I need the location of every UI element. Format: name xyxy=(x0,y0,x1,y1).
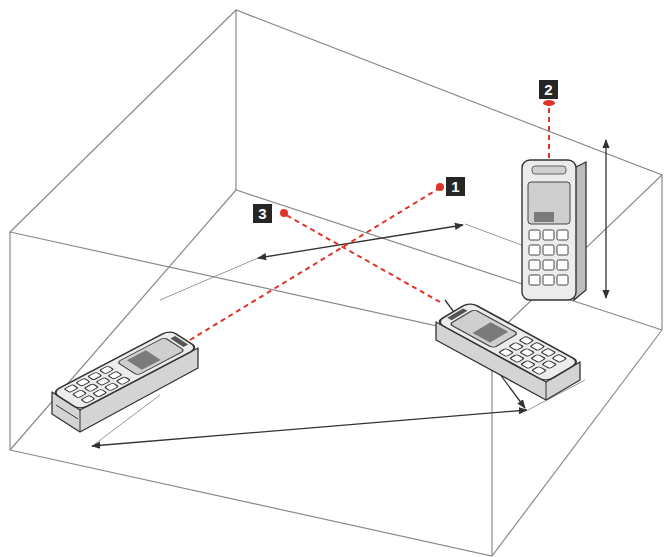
laser-meter xyxy=(52,330,198,432)
laser-meter xyxy=(531,354,545,362)
laser-meter xyxy=(546,382,547,400)
callout-number: 2 xyxy=(539,80,558,99)
laser-meter xyxy=(521,360,535,368)
laser-meter xyxy=(534,212,554,222)
laser-beam xyxy=(190,106,549,340)
laser-meter xyxy=(93,389,107,397)
dimension-arrow xyxy=(605,140,606,298)
laser-meter xyxy=(116,377,130,385)
laser-meter xyxy=(519,336,533,344)
laser-meter xyxy=(499,336,567,374)
laser-meter xyxy=(117,337,185,375)
laser-meter xyxy=(532,366,546,374)
laser-meter xyxy=(96,378,110,386)
laser-meter xyxy=(552,354,566,362)
laser-meter xyxy=(529,275,540,285)
laser-dot xyxy=(280,209,288,217)
dimension-arrow xyxy=(92,140,606,446)
laser-meter xyxy=(510,354,524,362)
laser-meter xyxy=(76,378,90,386)
laser-meter xyxy=(528,182,570,224)
laser-meter xyxy=(543,245,554,255)
laser-meter xyxy=(557,275,568,285)
laser-meter xyxy=(499,348,513,356)
laser-meter xyxy=(530,342,544,350)
laser-meter xyxy=(73,390,87,398)
laser-meter xyxy=(436,302,580,382)
laser-meter xyxy=(529,230,540,240)
laser-meter xyxy=(529,245,540,255)
laser-meter xyxy=(529,230,568,285)
laser-meter xyxy=(529,260,540,270)
laser-meter xyxy=(170,336,188,347)
room-outline xyxy=(10,190,662,556)
room-outline xyxy=(10,10,662,338)
laser-meter xyxy=(541,348,555,356)
laser-meter xyxy=(436,302,580,400)
laser-meter xyxy=(108,371,122,379)
laser-meter xyxy=(105,383,119,391)
laser-meter xyxy=(522,160,586,300)
laser-beam xyxy=(190,189,438,340)
laser-meter xyxy=(64,366,130,403)
callout-number: 3 xyxy=(253,204,272,223)
laser-meter xyxy=(447,308,467,320)
laser-meter xyxy=(52,330,198,410)
laser-meter xyxy=(436,302,580,382)
laser-meter xyxy=(127,350,161,370)
laser-meter xyxy=(509,342,523,350)
laser-meter xyxy=(543,260,554,270)
guide-line xyxy=(160,258,258,300)
laser-meter xyxy=(81,395,95,403)
laser-dot xyxy=(543,100,555,106)
laser-meter xyxy=(522,160,576,300)
laser-meter xyxy=(543,275,554,285)
room-outline xyxy=(10,10,662,556)
laser-meter xyxy=(557,230,568,240)
laser-beam xyxy=(548,106,550,158)
dimension-arrow xyxy=(92,410,527,446)
laser-meter xyxy=(56,405,80,432)
laser-meter xyxy=(100,366,114,374)
laser-beam xyxy=(286,215,440,302)
laser-meter xyxy=(532,166,566,174)
room-outline xyxy=(10,10,662,556)
laser-dot xyxy=(280,100,555,217)
laser-meter xyxy=(542,360,556,368)
laser-meter xyxy=(84,384,98,392)
laser-meter xyxy=(473,322,509,342)
callout-number: 1 xyxy=(446,177,465,196)
laser-meter xyxy=(520,348,534,356)
laser-meter xyxy=(64,385,78,393)
laser-meter xyxy=(557,260,568,270)
laser-meter xyxy=(88,372,102,380)
laser-dot xyxy=(436,183,444,191)
laser-meter xyxy=(557,245,568,255)
laser-meter xyxy=(543,230,554,240)
laser-meter xyxy=(52,330,198,410)
dimension-arrow xyxy=(258,225,463,258)
